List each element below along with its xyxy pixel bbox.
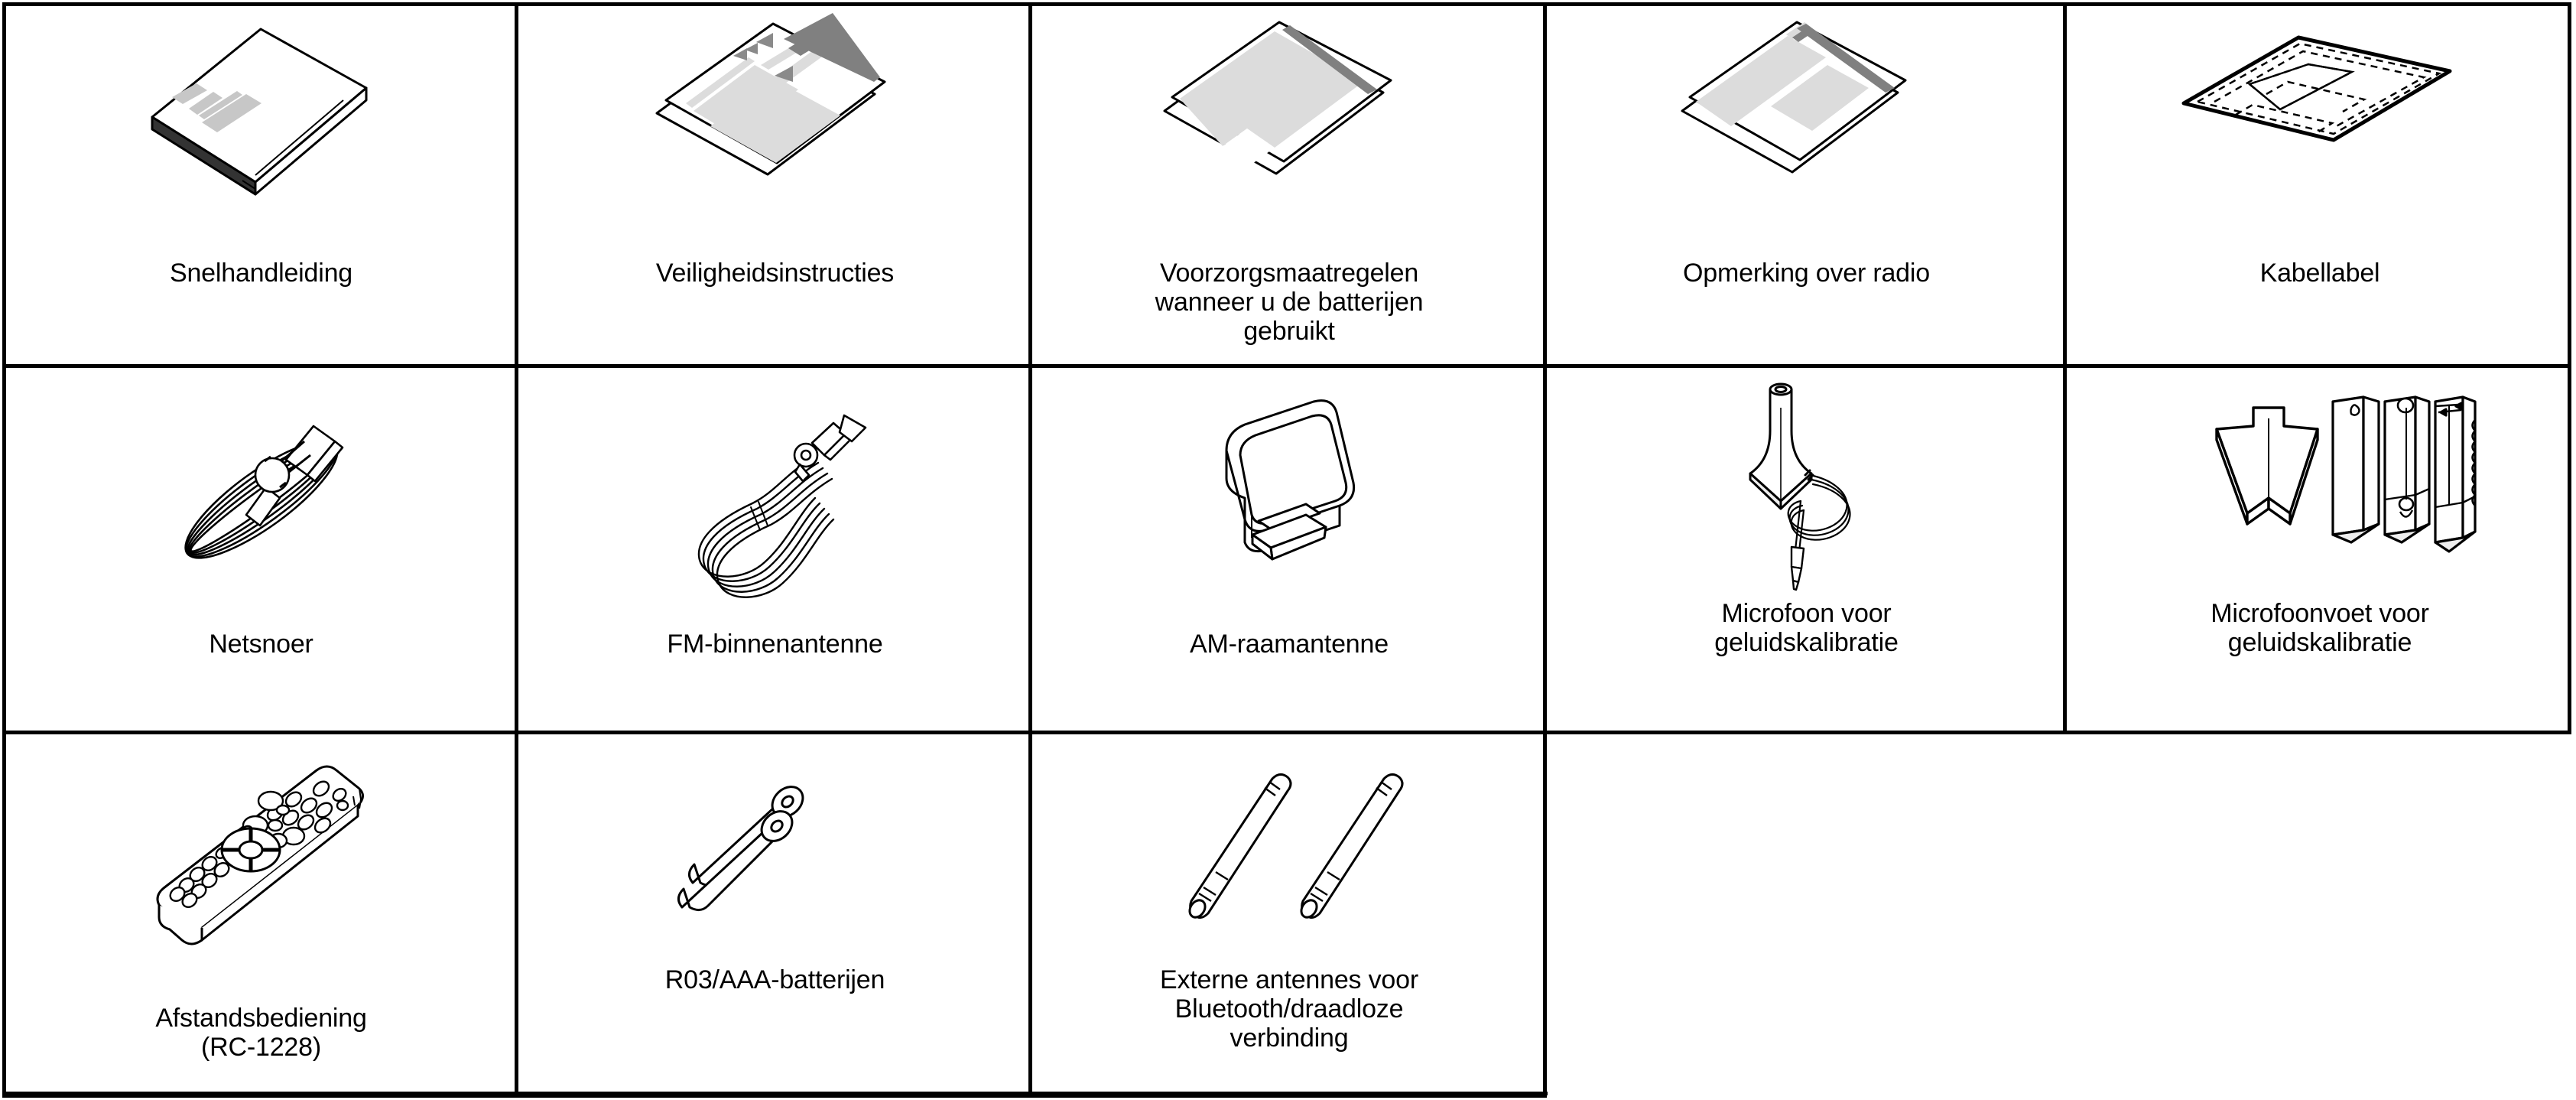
row3-bottom-edge bbox=[2, 1094, 1547, 1098]
item-label: FM-binnenantenne bbox=[667, 630, 883, 659]
two-rod-antennas-icon bbox=[1188, 773, 1404, 919]
item-cell-microphone-stand: Microfoonvoet voor geluidskalibratie bbox=[2068, 369, 2571, 732]
item-art bbox=[6, 6, 516, 259]
column-divider-2 bbox=[1028, 2, 1032, 1095]
item-art bbox=[520, 369, 1030, 630]
row2-bottom-right-edge bbox=[2, 731, 2571, 734]
item-art bbox=[1034, 6, 1545, 259]
item-cell-am-loop-antenna: AM-raamantenne bbox=[1034, 369, 1545, 732]
cable-label-sheet-dashed-icon bbox=[2181, 35, 2452, 142]
two-stacked-sheets-shaded-icon bbox=[1163, 21, 1392, 175]
item-cell-power-cord: Netsnoer bbox=[6, 369, 516, 732]
item-label: Netsnoer bbox=[209, 630, 313, 659]
item-cell-calibration-microphone: Microfoon voor geluidskalibratie bbox=[1548, 369, 2064, 732]
item-art bbox=[2068, 6, 2571, 259]
two-aaa-batteries-icon bbox=[677, 786, 804, 911]
item-label: Kabellabel bbox=[2259, 259, 2380, 288]
cone-microphone-with-cable-icon bbox=[1749, 382, 1850, 591]
item-art bbox=[6, 736, 516, 1004]
item-cell-battery-precautions: Voorzorgsmaatregelen wanneer u de batter… bbox=[1034, 6, 1545, 366]
remote-control-handset-icon bbox=[156, 765, 364, 945]
item-cell-safety-instructions: Veiligheidsinstructies bbox=[520, 6, 1030, 366]
item-art bbox=[1548, 6, 2064, 259]
item-label: Microfoonvoet voor geluidskalibratie bbox=[2211, 599, 2429, 658]
column-divider-1 bbox=[515, 2, 518, 1095]
item-art bbox=[1034, 369, 1545, 630]
row-divider-1 bbox=[2, 364, 2571, 368]
item-art bbox=[1548, 369, 2064, 599]
am-loop-antenna-on-stand-icon bbox=[1225, 399, 1356, 561]
two-stacked-sheets-blocks-icon bbox=[1681, 21, 1906, 174]
item-art bbox=[520, 736, 1030, 965]
item-label: Opmerking over radio bbox=[1683, 259, 1930, 288]
item-label: Microfoon voor geluidskalibratie bbox=[1714, 599, 1899, 658]
item-label: R03/AAA-batterijen bbox=[664, 965, 885, 994]
two-stacked-sheets-with-columns-icon bbox=[655, 13, 885, 176]
coiled-fm-antenna-wire-icon bbox=[697, 414, 866, 598]
item-cell-fm-indoor-antenna: FM-binnenantenne bbox=[520, 369, 1030, 732]
item-label: Snelhandleiding bbox=[170, 259, 352, 288]
empty-cell-row3-col4 bbox=[1548, 736, 2064, 1098]
row3-right-edge bbox=[1543, 731, 1547, 1098]
item-cell-radio-notice: Opmerking over radio bbox=[1548, 6, 2064, 366]
item-art bbox=[2068, 369, 2571, 599]
item-art bbox=[520, 6, 1030, 259]
booklet-with-text-lines-icon bbox=[151, 28, 367, 196]
item-cell-cable-label: Kabellabel bbox=[2068, 6, 2571, 366]
item-label: Externe antennes voor Bluetooth/draadloz… bbox=[1160, 965, 1418, 1053]
item-art bbox=[6, 369, 516, 630]
item-label: Voorzorgsmaatregelen wanneer u de batter… bbox=[1155, 259, 1424, 347]
tripod-base-and-three-poles-icon bbox=[2215, 395, 2477, 553]
item-art bbox=[1034, 736, 1545, 965]
item-label: Afstandsbediening (RC-1228) bbox=[155, 1004, 367, 1063]
item-label: Veiligheidsinstructies bbox=[655, 259, 895, 288]
item-cell-aaa-batteries: R03/AAA-batterijen bbox=[520, 736, 1030, 1098]
empty-cell-row3-col5 bbox=[2068, 736, 2571, 1098]
item-cell-external-antennas: Externe antennes voor Bluetooth/draadloz… bbox=[1034, 736, 1545, 1098]
item-cell-quick-start-guide: Snelhandleiding bbox=[6, 6, 516, 366]
item-label: AM-raamantenne bbox=[1190, 630, 1389, 659]
coiled-power-cord-with-plug-icon bbox=[184, 425, 343, 559]
item-cell-remote-control: Afstandsbediening (RC-1228) bbox=[6, 736, 516, 1098]
